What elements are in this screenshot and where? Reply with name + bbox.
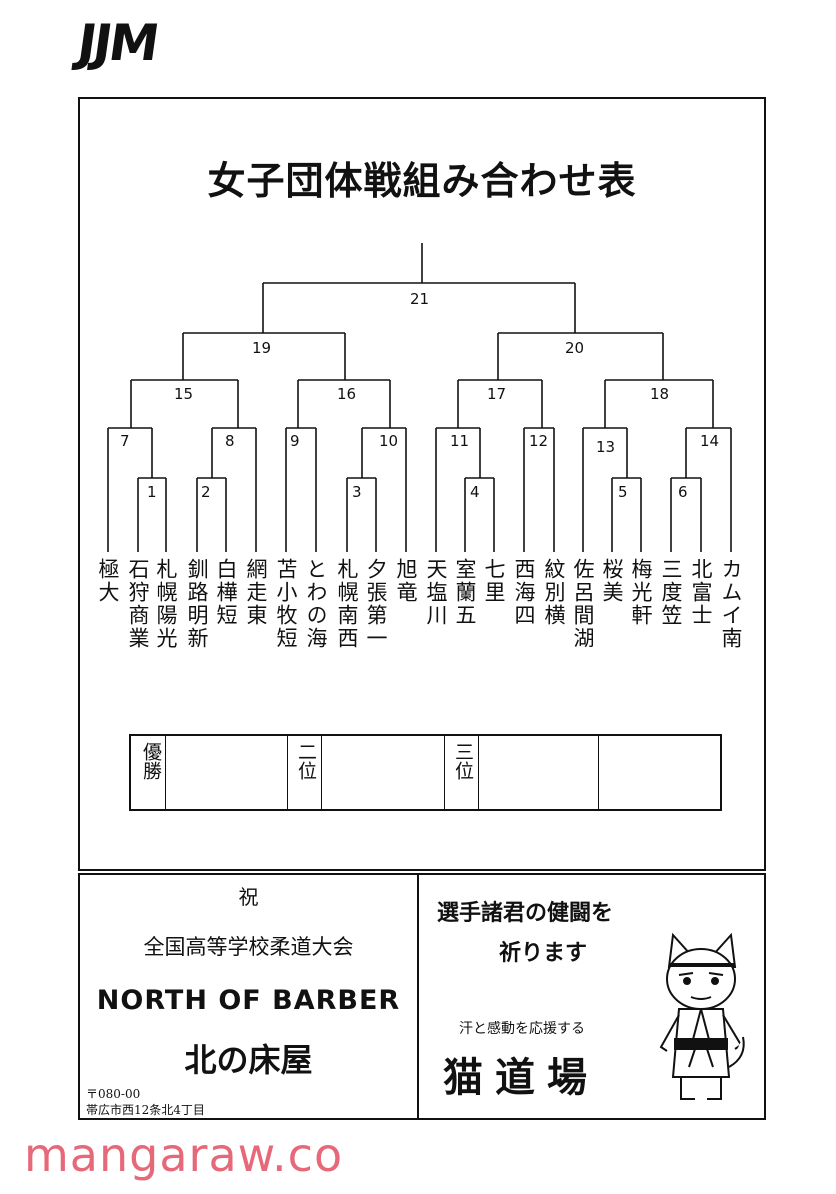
postal-code: 〒080-00 bbox=[86, 1087, 141, 1101]
third-place-cell-1 bbox=[478, 736, 598, 809]
second-place-cell bbox=[321, 736, 444, 809]
match-number: 14 bbox=[700, 432, 719, 450]
first-place-cell bbox=[165, 736, 287, 809]
cat-mascot-icon bbox=[659, 932, 745, 1100]
team-name: 釧路明新 bbox=[185, 558, 209, 650]
address: 帯広市西12条北4丁目 bbox=[86, 1103, 205, 1117]
team-name: 西海四 bbox=[512, 558, 536, 627]
team-name: 夕張第一 bbox=[364, 558, 388, 650]
match-number: 3 bbox=[352, 483, 362, 501]
dojo-name: 猫道場 bbox=[443, 1054, 599, 1101]
team-name: 旭竜 bbox=[394, 558, 418, 604]
team-name: とわの海 bbox=[304, 558, 328, 650]
team-name: 網走東 bbox=[244, 558, 268, 627]
barber-ad: 祝 全国高等学校柔道大会 NORTH OF BARBER 北の床屋 〒080-0… bbox=[78, 873, 419, 1120]
match-number: 1 bbox=[147, 483, 157, 501]
tournament-name: 全国高等学校柔道大会 bbox=[143, 935, 354, 959]
match-number: 17 bbox=[487, 385, 506, 403]
match-number: 15 bbox=[174, 385, 193, 403]
cheer-line-1: 選手諸君の健闘を bbox=[437, 900, 614, 926]
dojo-ad: 選手諸君の健闘を 祈ります 汗と感動を応援する 猫道場 bbox=[419, 873, 766, 1120]
support-text: 汗と感動を応援する bbox=[459, 1021, 585, 1037]
team-name: 梅光軒 bbox=[629, 558, 653, 627]
barber-logo-text: NORTH OF BARBER bbox=[96, 985, 401, 1016]
third-place-label-cell: 三位 bbox=[444, 736, 478, 809]
team-name: 白樺短 bbox=[214, 558, 238, 627]
cheer-line-2: 祈ります bbox=[499, 940, 588, 966]
watermark-text: mangaraw.co bbox=[24, 1128, 344, 1182]
page-title: 女子団体戦組み合わせ表 bbox=[207, 159, 637, 203]
bracket-frame bbox=[78, 97, 766, 871]
results-table: 優勝 二位 三位 bbox=[129, 734, 722, 811]
team-name: 極大 bbox=[96, 558, 120, 604]
match-number: 11 bbox=[450, 432, 469, 450]
match-number: 7 bbox=[120, 432, 130, 450]
match-number: 19 bbox=[252, 339, 271, 357]
match-number: 6 bbox=[678, 483, 688, 501]
team-name: 石狩商業 bbox=[126, 558, 150, 650]
second-place-label-cell: 二位 bbox=[287, 736, 321, 809]
match-number: 8 bbox=[225, 432, 235, 450]
match-number: 5 bbox=[618, 483, 628, 501]
match-number: 4 bbox=[470, 483, 480, 501]
team-name: 七里 bbox=[482, 558, 506, 604]
match-number: 10 bbox=[379, 432, 398, 450]
match-number: 16 bbox=[337, 385, 356, 403]
barber-name: 北の床屋 bbox=[184, 1041, 313, 1079]
team-name: 室蘭五 bbox=[453, 558, 477, 627]
congrats-text: 祝 bbox=[238, 885, 259, 909]
team-name: 桜美 bbox=[600, 558, 624, 604]
first-place-label: 優勝 bbox=[140, 742, 162, 780]
match-number: 18 bbox=[650, 385, 669, 403]
match-number: 9 bbox=[290, 432, 300, 450]
team-name: 紋別横 bbox=[542, 558, 566, 627]
third-place-label: 三位 bbox=[452, 742, 474, 780]
third-place-cell-2 bbox=[598, 736, 720, 809]
team-name: カムイ南 bbox=[719, 558, 743, 650]
second-place-label: 二位 bbox=[295, 742, 317, 780]
team-name: 佐呂間湖 bbox=[571, 558, 595, 650]
team-name: 札幌南西 bbox=[335, 558, 359, 650]
team-name: 札幌陽光 bbox=[154, 558, 178, 650]
match-number: 2 bbox=[201, 483, 211, 501]
team-name: 三度笠 bbox=[659, 558, 683, 627]
team-name: 苫小牧短 bbox=[274, 558, 298, 650]
team-name: 北富士 bbox=[689, 558, 713, 627]
match-number: 20 bbox=[565, 339, 584, 357]
match-number: 21 bbox=[410, 290, 429, 308]
team-name: 天塩川 bbox=[424, 558, 448, 627]
match-number: 12 bbox=[529, 432, 548, 450]
match-number: 13 bbox=[596, 438, 615, 456]
